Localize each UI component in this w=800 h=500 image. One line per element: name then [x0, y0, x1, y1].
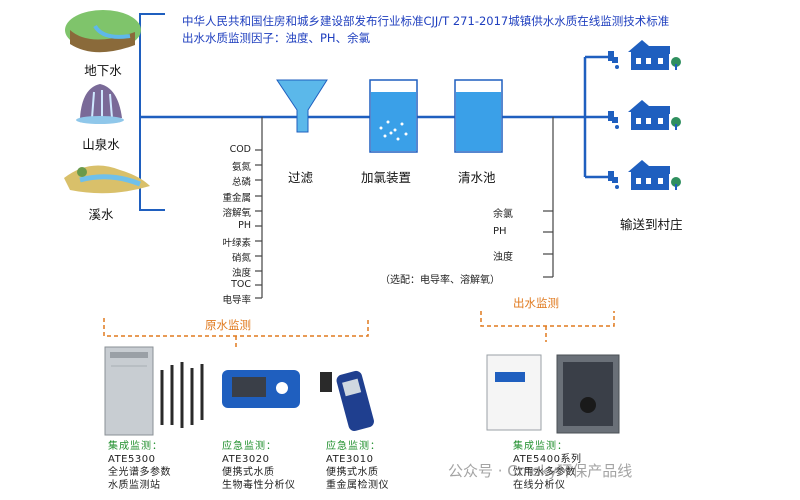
- raw-param: 重金属: [222, 193, 251, 204]
- product-desc: 饮用水多参数: [513, 467, 576, 478]
- out-param-optional: （选配：电导率、溶解氧）: [380, 275, 500, 286]
- out-param: 余氯: [493, 209, 513, 220]
- stream-icon: [64, 165, 150, 194]
- product-desc: 全光谱多参数: [108, 467, 171, 478]
- groundwater-icon: [65, 10, 141, 53]
- product-desc: 便携式水质: [326, 467, 379, 478]
- product-tag: 应急监测：: [326, 441, 381, 452]
- raw-param: COD: [229, 144, 251, 155]
- source-bracket: [139, 13, 165, 211]
- source-label-stream: 溪水: [88, 207, 114, 222]
- tap-icon: [608, 51, 619, 189]
- out-monitoring-bracket: [480, 311, 615, 342]
- raw-monitoring-bracket: [103, 318, 369, 350]
- product-ate3020: 应急监测： ATE3020 便携式水质 生物毒性分析仪: [222, 440, 296, 492]
- out-param: 浊度: [493, 252, 513, 263]
- product-tag: 集成监测：: [108, 441, 163, 452]
- watermark: 公众号 · Cmsky环保产品线: [448, 462, 633, 480]
- product-model: ATE3020: [222, 454, 270, 465]
- raw-param: TOC: [231, 279, 251, 290]
- out-monitoring-title: 出水监测: [513, 296, 559, 310]
- chlorination-tank-icon: [369, 79, 418, 153]
- product-desc: 生物毒性分析仪: [222, 480, 296, 491]
- house-icon: [628, 40, 681, 190]
- stage-label-clear-water: 清水池: [458, 170, 496, 185]
- source-label-groundwater: 地下水: [84, 63, 122, 78]
- product-desc: 便携式水质: [222, 467, 275, 478]
- standard-title: 中华人民共和国住房和城乡建设部发布行业标准CJJ/T 271-2017城镇供水水…: [182, 14, 670, 28]
- funnel-icon: [276, 79, 328, 133]
- product-tag: 应急监测：: [222, 441, 277, 452]
- clear-water-tank-icon: [454, 79, 503, 153]
- ate3010-device: [320, 370, 374, 431]
- stage-label-filter: 过滤: [288, 170, 314, 185]
- stage-label-chlorination: 加氯装置: [361, 170, 412, 185]
- raw-param: PH: [238, 220, 251, 231]
- product-model: ATE3010: [326, 454, 374, 465]
- product-desc: 水质监测站: [108, 480, 161, 491]
- raw-param: 电导率: [222, 295, 251, 306]
- product-ate5300: 集成监测： ATE5300 全光谱多参数 水质监测站: [108, 440, 171, 492]
- raw-param: 氨氮: [231, 162, 251, 173]
- raw-param: 总磷: [231, 177, 251, 188]
- raw-monitoring-title: 原水监测: [205, 318, 251, 332]
- destination-label: 输送到村庄: [620, 217, 683, 232]
- raw-param: 溶解氧: [222, 208, 251, 219]
- raw-param: 叶绿素: [222, 238, 251, 249]
- standard-factors: 出水水质监测因子：浊度、PH、余氯: [182, 31, 371, 45]
- raw-param: 浊度: [231, 268, 251, 279]
- out-param: PH: [493, 226, 507, 237]
- product-desc: 在线分析仪: [513, 480, 566, 491]
- product-desc: 重金属检测仪: [326, 480, 389, 491]
- raw-param: 硝氮: [231, 253, 251, 264]
- product-model: ATE5300: [108, 454, 156, 465]
- product-ate3010: 应急监测： ATE3010 便携式水质 重金属检测仪: [326, 440, 389, 492]
- product-tag: 集成监测：: [513, 441, 568, 452]
- ate5400-unit: [486, 354, 620, 434]
- ate5300-cabinet: [104, 346, 154, 436]
- spring-water-icon: [76, 84, 124, 124]
- ate5300-probes: [160, 362, 204, 428]
- ate3020-device: [222, 370, 300, 408]
- product-model: ATE5400系列: [513, 454, 582, 465]
- source-label-spring: 山泉水: [82, 137, 120, 152]
- product-ate5400: 集成监测： ATE5400系列 饮用水多参数 在线分析仪: [513, 440, 581, 492]
